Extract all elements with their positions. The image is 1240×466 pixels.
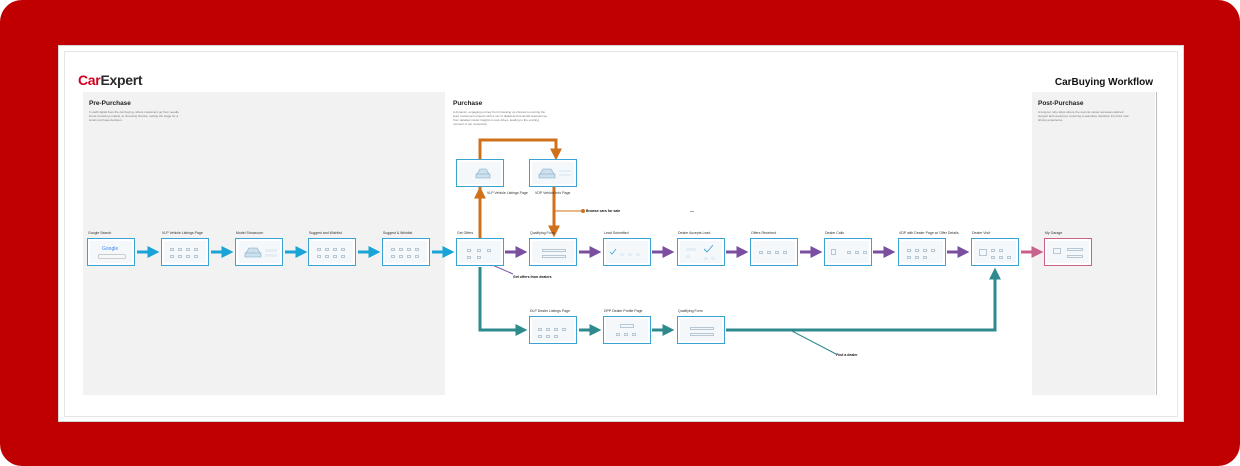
node-lead-submitted[interactable]: Lead Submitted (603, 231, 651, 266)
node-caption: DLP Dealer Listings Page (530, 309, 571, 313)
node-dealer-calls[interactable]: Dealer Calls (824, 231, 872, 266)
car-icon (244, 247, 277, 258)
node-caption: Offers Received (751, 231, 777, 235)
node-vdp[interactable]: VDP Vehicle Info Page (529, 159, 577, 195)
node-model-showroom[interactable]: Model Showroom (235, 231, 283, 266)
node-thumbnail (606, 241, 648, 263)
annotation-browse: Browse cars for sale (586, 209, 621, 213)
node-qualifying-form[interactable]: Qualifying Form (529, 231, 577, 266)
phase-description: A long-ter, who skips where the real car… (1038, 110, 1129, 122)
node-qualifying-form-2[interactable]: Qualifying Form (677, 309, 725, 344)
search-bar (98, 254, 126, 259)
checkmark-icon (686, 244, 715, 260)
node-caption: Suggest and Wishlist (309, 231, 342, 235)
node-my-garage[interactable]: My Garage (1044, 231, 1092, 266)
node-caption: Dealer Calls (825, 231, 845, 235)
node-caption: My Garage (1045, 231, 1063, 235)
node-suggest-wishlist-1[interactable]: Suggest and Wishlist (308, 231, 356, 266)
annotation-find-dealer: Find a dealer (836, 353, 858, 357)
node-offers-received[interactable]: Offers Received (750, 231, 798, 266)
node-caption: VDP Vehicle Info Page (535, 191, 571, 195)
node-dlp[interactable]: DLP Dealer Listings Page (529, 309, 577, 344)
node-thumbnail (385, 241, 427, 263)
checkmark-icon (609, 248, 640, 256)
board-inner-border (64, 51, 1178, 417)
annotation-get-offers-dealers: Get offers from dealers (513, 275, 552, 279)
node-vdp-dealer-offer[interactable]: VDP with Dealer Page w/ Offer Details (898, 231, 959, 266)
node-caption: Get Offers (457, 231, 474, 235)
workflow-board: CarExpert CarBuying Workflow Pre-Purchas… (58, 45, 1184, 422)
node-thumbnail (532, 162, 574, 184)
car-icon (538, 168, 571, 179)
google-logo: Google (102, 246, 119, 252)
node-caption: Google Search (88, 231, 112, 235)
car-icon (475, 168, 491, 179)
node-thumbnail (606, 319, 648, 341)
node-get-offers[interactable]: Get Offers (456, 231, 504, 266)
node-dealer-visit[interactable]: Dealer Visit (971, 231, 1019, 266)
phase-title: Post-Purchase (1038, 100, 1084, 107)
workflow-title: CarBuying Workflow (1054, 77, 1153, 88)
node-thumbnail (532, 319, 574, 341)
node-caption: Qualifying Form (530, 231, 555, 235)
node-caption: Suggest & Wishlist (383, 231, 413, 235)
node-thumbnail (680, 241, 722, 263)
annotation-dot (581, 209, 585, 213)
phase-purchase: Purchase A dynamic, engaging journey fro… (447, 92, 548, 132)
phase-title: Purchase (453, 100, 483, 107)
stray-mark (690, 211, 694, 212)
node-vlp[interactable]: VLP Vehicle Listings Page (161, 231, 209, 266)
node-google-search[interactable]: Google Search Google (87, 231, 135, 266)
node-thumbnail (680, 319, 722, 341)
node-suggest-wishlist-2[interactable]: Suggest & Wishlist (382, 231, 430, 266)
node-thumbnail (459, 162, 501, 184)
logo-part-expert: Expert (100, 72, 143, 88)
node-vlp-purchase[interactable]: VLP Vehicle Listings Page (456, 159, 528, 195)
node-thumbnail (532, 241, 574, 263)
node-dpp[interactable]: DPP Dealer Profile Page (603, 309, 651, 344)
node-thumbnail (459, 241, 501, 263)
node-caption: VLP Vehicle Listings Page (162, 231, 203, 235)
edge-finddealer-annotation (789, 329, 837, 355)
node-caption: Qualifying Form (678, 309, 703, 313)
node-thumbnail (901, 241, 943, 263)
node-thumbnail (753, 241, 795, 263)
node-thumbnail: Google (90, 241, 132, 263)
phase-description: A dynamic, engaging journey from browsin… (453, 110, 548, 126)
node-caption: DPP Dealer Profile Page (604, 309, 643, 313)
logo-part-car: Car (78, 72, 101, 88)
edge-qualform2-visit (726, 267, 1001, 332)
right-divider (1156, 92, 1157, 395)
node-caption: Dealer Accepts Lead (678, 231, 711, 235)
carexpert-logo: CarExpert (78, 72, 143, 88)
node-caption: Dealer Visit (972, 231, 990, 235)
phase-post-purchase: Post-Purchase A long-ter, who skips wher… (1032, 92, 1155, 395)
edge-getoffers-dlp (478, 267, 528, 336)
node-thumbnail (1047, 241, 1089, 263)
phase-description: In swift digital lives the car buying, w… (89, 110, 179, 122)
node-caption: VDP with Dealer Page w/ Offer Details (899, 231, 959, 235)
node-thumbnail (827, 241, 869, 263)
node-thumbnail (164, 241, 206, 263)
edge-getoffers-vdp (478, 138, 562, 238)
node-dealer-accepts-lead[interactable]: Dealer Accepts Lead (677, 231, 725, 266)
phase-title: Pre-Purchase (89, 100, 131, 107)
node-thumbnail (311, 241, 353, 263)
node-caption: Lead Submitted (604, 231, 629, 235)
node-thumbnail (974, 241, 1016, 263)
node-thumbnail (238, 241, 280, 263)
node-caption: VLP Vehicle Listings Page (487, 191, 528, 195)
node-caption: Model Showroom (236, 231, 264, 235)
